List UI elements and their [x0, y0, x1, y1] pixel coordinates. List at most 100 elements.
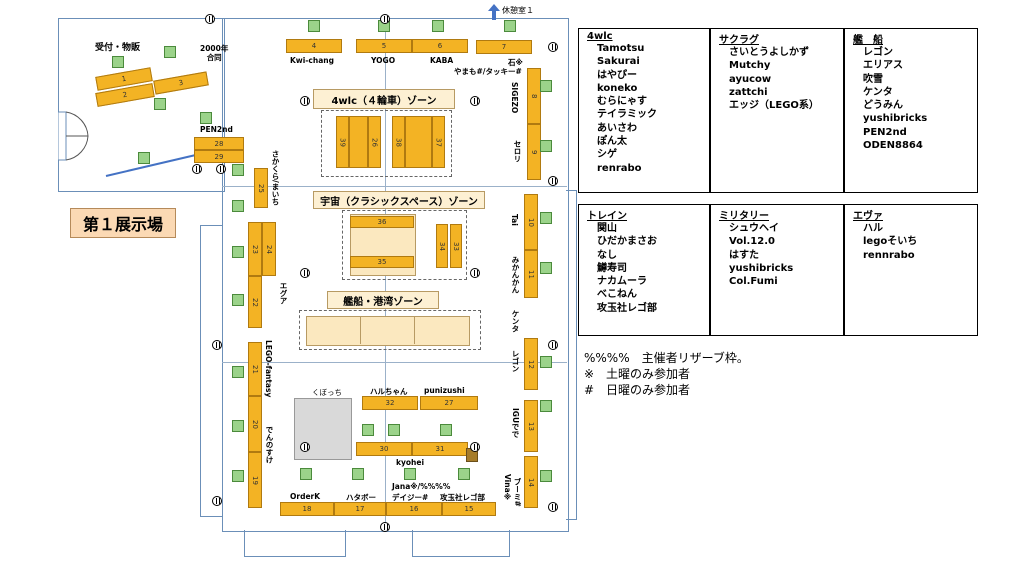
category-item: 吹雪: [863, 73, 883, 85]
category-item: rennrabo: [863, 249, 915, 261]
chair: [164, 46, 176, 58]
label-kwichang: Kwi-chang: [290, 56, 334, 65]
pillar-icon: [300, 96, 310, 106]
pillar-icon: [300, 442, 310, 452]
zone-ships-title: 艦船・港湾ゾーン: [327, 291, 439, 309]
label-serori: セロリ: [513, 140, 522, 163]
zone-space-title: 宇宙（クラシックスペース）ゾーン: [313, 191, 485, 209]
table-33: 33: [450, 224, 462, 268]
table-34: 34: [436, 224, 448, 268]
table-31: 31: [412, 442, 468, 456]
chair: [232, 200, 244, 212]
pillar-icon: [548, 42, 558, 52]
category-item: あいさわ: [597, 122, 637, 134]
table-12: 12: [524, 338, 538, 390]
table-7: 7: [476, 40, 532, 54]
table-11: 11: [524, 250, 538, 298]
table-26: 26: [368, 116, 381, 168]
table-21: 21: [248, 342, 262, 396]
hall-wall-main: [222, 18, 569, 532]
label-sigezo: SIGEZO: [510, 82, 519, 114]
pillar-icon: [548, 502, 558, 512]
category-item: テイラミック: [597, 109, 657, 121]
table-29: 29: [194, 150, 244, 163]
label-ishi: 石※: [508, 58, 523, 67]
table-10: 10: [524, 194, 538, 250]
table-35: 35: [350, 256, 414, 268]
table-9: 9: [527, 124, 541, 180]
table-20: 20: [248, 396, 262, 452]
category-heading: ミリタリー: [719, 211, 769, 222]
label-pen2nd: PEN2nd: [200, 125, 233, 134]
category-heading: サクラグ: [719, 35, 759, 46]
category-item: ひだかまさお: [597, 236, 657, 248]
label-legofantasy: LEGO-fantasy: [264, 340, 273, 398]
category-item: ナカムーラ: [597, 276, 647, 288]
category-item: シゲ: [597, 149, 617, 161]
chair: [232, 366, 244, 378]
legend: %%%% 主催者リザーブ枠。 ※ 土曜のみ参加者 # 日曜のみ参加者: [584, 350, 749, 398]
chair: [540, 212, 552, 224]
category-item: koneko: [597, 82, 638, 94]
chair: [362, 424, 374, 436]
chair: [388, 424, 400, 436]
category-item: 鱒寿司: [597, 262, 627, 274]
category-box: トレイン関山ひだかまさおなし鱒寿司ナカムーラべこねん攻玉社レゴ部: [578, 204, 710, 336]
table-19: 19: [248, 452, 262, 508]
zone-ships-area: [299, 310, 481, 350]
chair: [308, 20, 320, 32]
table-15: 15: [442, 502, 496, 516]
label-deiji: デイジー#: [392, 493, 429, 502]
pillar-icon: [470, 442, 480, 452]
table-30: 30: [356, 442, 412, 456]
category-item: 攻玉社レゴ部: [597, 302, 657, 314]
label-denoshi: でんのすけ: [265, 426, 274, 464]
label-sakaura: さかくら/まいち: [271, 150, 280, 206]
table-27: 27: [420, 396, 478, 410]
kubocchi-label: くぼっち: [312, 388, 342, 397]
table-17: 17: [334, 502, 386, 516]
chair: [440, 424, 452, 436]
category-item: はやぴー: [597, 69, 637, 81]
label-buumi: ブーミ#: [513, 478, 522, 507]
4wlc-display-2: [405, 116, 432, 168]
chair: [540, 470, 552, 482]
hall-wall-left: [58, 18, 225, 192]
hall-wall-east: [566, 190, 577, 520]
chair: [540, 262, 552, 274]
pillar-icon: [212, 340, 222, 350]
exit-label: 休憩室１: [502, 6, 534, 15]
pillar-icon: [192, 164, 202, 174]
pillar-icon: [470, 268, 480, 278]
category-item: ハル: [863, 223, 883, 234]
category-heading: 4wlc: [587, 31, 613, 42]
label-yamamo: やまも#/タッキー#: [454, 67, 522, 76]
table-18: 18: [280, 502, 334, 516]
pillar-icon: [212, 496, 222, 506]
chair: [404, 468, 416, 480]
table-37: 37: [432, 116, 445, 168]
chair: [540, 356, 552, 368]
category-item: ODEN8864: [863, 140, 923, 152]
category-item: legoそいち: [863, 236, 918, 248]
category-item: Tamotsu: [597, 43, 645, 54]
chair: [300, 468, 312, 480]
ships-display: [306, 316, 470, 346]
category-item: Vol.12.0: [729, 236, 775, 248]
pillar-icon: [470, 96, 480, 106]
table-23: 23: [248, 222, 262, 276]
pillar-icon: [380, 14, 390, 24]
table-8: 8: [527, 68, 541, 124]
label-egua: エグア: [279, 282, 288, 305]
exit-arrow-icon: [488, 4, 500, 20]
category-item: yushibricks: [863, 113, 928, 125]
category-item: はすた: [729, 249, 759, 261]
table-39: 39: [336, 116, 349, 168]
chair: [232, 294, 244, 306]
category-heading: エヴァ: [853, 211, 883, 222]
category-item: むらにゃす: [597, 96, 647, 108]
category-item: ayucow: [729, 73, 772, 85]
label-orderk: OrderK: [290, 492, 321, 501]
table-4: 4: [286, 39, 342, 53]
chair: [154, 98, 166, 110]
